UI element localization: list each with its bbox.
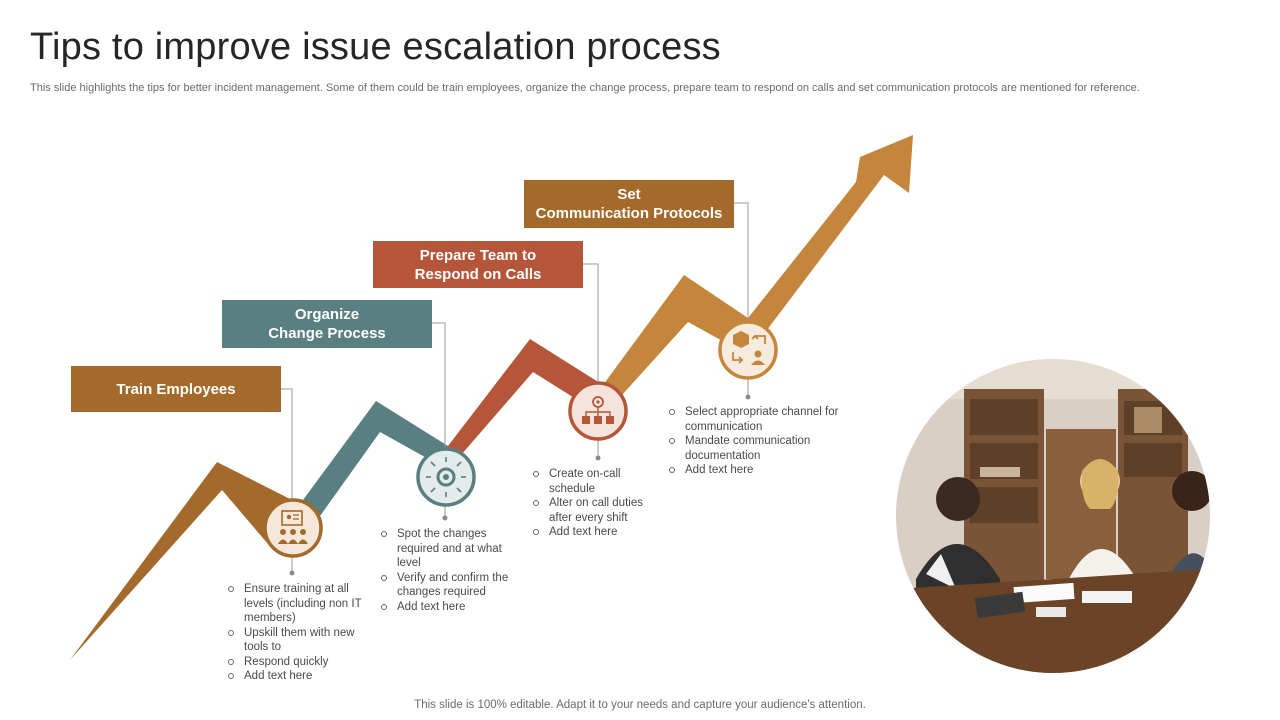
connector-dots: [289, 394, 751, 576]
team-hierarchy-icon: [568, 381, 628, 441]
bullets-prepare-team: Create on-call schedule Alter on call du…: [531, 467, 659, 540]
list-item: Add text here: [667, 463, 839, 478]
communication-icon: [718, 320, 778, 380]
list-item: Add text here: [226, 669, 366, 684]
dot-train: [289, 570, 295, 576]
dot-prepare: [595, 455, 601, 461]
connector-train: [281, 388, 293, 499]
dot-organize: [442, 515, 448, 521]
list-item: Mandate communication documentation: [667, 434, 839, 463]
bullets-communication-protocols: Select appropriate channel for communica…: [667, 405, 839, 478]
list-item: Select appropriate channel for communica…: [667, 405, 839, 434]
page-subtitle: This slide highlights the tips for bette…: [30, 82, 1140, 94]
connector-communication: [734, 202, 749, 323]
step-label-prepare-team: Prepare Team to Respond on Calls: [373, 241, 583, 288]
bullets-train-employees: Ensure training at all levels (including…: [226, 582, 366, 684]
list-item: Create on-call schedule: [531, 467, 659, 496]
list-item: Add text here: [379, 600, 521, 615]
list-item: Add text here: [531, 525, 659, 540]
arrow-segment-organize: [300, 401, 448, 544]
arrow-segment-communication: [603, 135, 913, 416]
connector-lines: [281, 202, 749, 572]
arrow-segment-prepare: [448, 339, 603, 470]
list-item: Spot the changes required and at what le…: [379, 527, 521, 571]
list-item: Respond quickly: [226, 655, 366, 670]
step-label-train-employees: Train Employees: [71, 366, 281, 412]
list-item: Upskill them with new tools to: [226, 626, 366, 655]
list-item: Alter on call duties after every shift: [531, 496, 659, 525]
dot-communication: [745, 394, 751, 400]
change-process-icon: [416, 447, 476, 507]
photo-illustration: [896, 359, 1210, 673]
page-title: Tips to improve issue escalation process: [30, 26, 721, 68]
step-label-communication-protocols: Set Communication Protocols: [524, 180, 734, 228]
arrow-segment-train: [70, 462, 300, 660]
list-item: Ensure training at all levels (including…: [226, 582, 366, 626]
step-label-organize-change: Organize Change Process: [222, 300, 432, 348]
team-meeting-photo: [896, 359, 1210, 673]
connector-prepare: [583, 263, 599, 383]
training-icon: [263, 498, 323, 558]
footer-note: This slide is 100% editable. Adapt it to…: [414, 699, 866, 711]
list-item: Verify and confirm the changes required: [379, 571, 521, 600]
bullets-organize-change: Spot the changes required and at what le…: [379, 527, 521, 614]
connector-organize: [432, 322, 446, 449]
